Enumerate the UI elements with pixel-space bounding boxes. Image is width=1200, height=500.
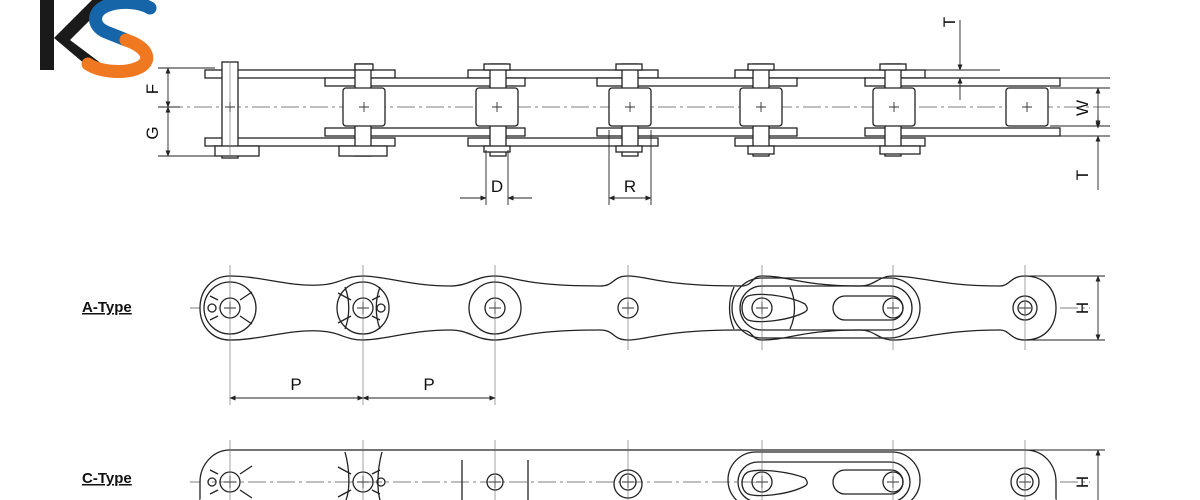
outer-plate-top — [734, 69, 926, 79]
dimension-lines-top — [158, 20, 1110, 205]
outer-plate-top — [204, 69, 396, 79]
inner-plate-bottom — [324, 127, 526, 137]
outer-plate-bottom — [204, 137, 396, 147]
chain-top-view — [165, 61, 1110, 159]
dim-label-w: W — [1073, 100, 1092, 116]
dim-label-p2: P — [423, 375, 434, 394]
inner-plate-top — [596, 77, 798, 87]
dim-label-f: F — [143, 84, 162, 94]
attachment-plate — [727, 451, 921, 500]
dimension-lines-a — [229, 275, 1105, 401]
dim-label-g: G — [143, 126, 162, 139]
outer-plate-top — [467, 69, 659, 79]
dim-label-r: R — [624, 177, 636, 196]
dim-label-d: D — [491, 177, 503, 196]
type-label-c: C-Type — [82, 470, 132, 487]
dim-label-h-c: H — [1073, 476, 1092, 488]
a-type-chain — [190, 265, 1090, 405]
pin-head — [214, 63, 921, 157]
inner-plate-bottom — [864, 127, 1061, 137]
type-label-a: A-Type — [82, 299, 132, 316]
inner-plate-top — [324, 77, 526, 87]
dim-label-p1: P — [290, 375, 301, 394]
outer-plate-bottom — [467, 137, 659, 147]
dimension-lines-c — [1030, 449, 1105, 500]
outer-plate-bottom — [734, 137, 926, 147]
dim-label-h-a: H — [1073, 302, 1092, 314]
inner-plate-bottom — [596, 127, 798, 137]
dim-label-t-bottom: T — [1073, 170, 1092, 180]
attachment-plate — [731, 277, 921, 339]
c-type-chain — [190, 440, 1090, 500]
ks-logo: KS — [40, 0, 157, 78]
dim-label-t-top: T — [940, 17, 959, 27]
